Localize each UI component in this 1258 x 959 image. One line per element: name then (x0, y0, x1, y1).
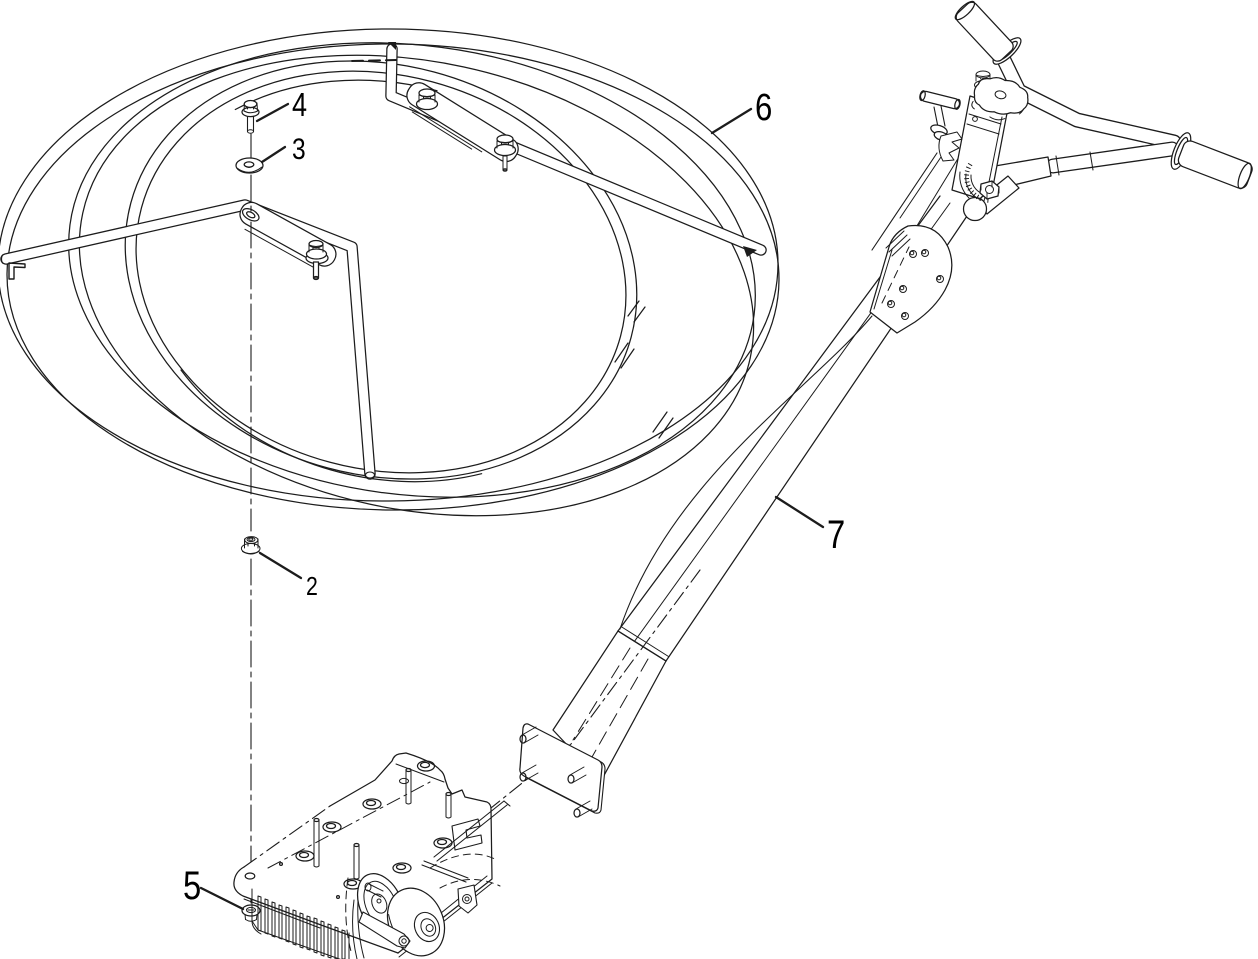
svg-text:7: 7 (827, 512, 845, 557)
svg-text:6: 6 (755, 87, 772, 129)
svg-text:5: 5 (183, 863, 201, 908)
svg-text:4: 4 (292, 88, 307, 124)
svg-text:3: 3 (292, 132, 306, 166)
svg-text:2: 2 (306, 572, 318, 602)
